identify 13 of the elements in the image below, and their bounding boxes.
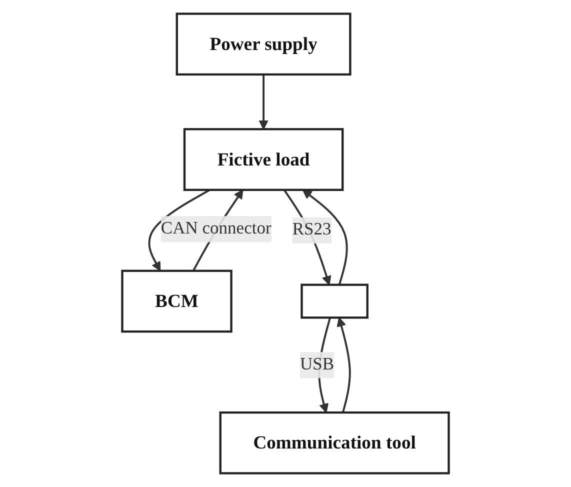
node-box: BCM: [121, 270, 232, 333]
node-box: Communication tool: [219, 411, 450, 474]
edge-label: USB: [300, 355, 334, 374]
node-box: Fictive load: [183, 128, 344, 191]
node-box: [300, 284, 368, 319]
arrow: [336, 317, 351, 413]
node-box: Power supply: [176, 12, 352, 76]
edge-label: RS23: [292, 220, 332, 240]
arrow: [283, 189, 332, 286]
arrow: [302, 189, 348, 286]
edge-label: CAN connector: [160, 219, 272, 238]
arrow: [148, 189, 210, 272]
arrow: [258, 74, 268, 130]
